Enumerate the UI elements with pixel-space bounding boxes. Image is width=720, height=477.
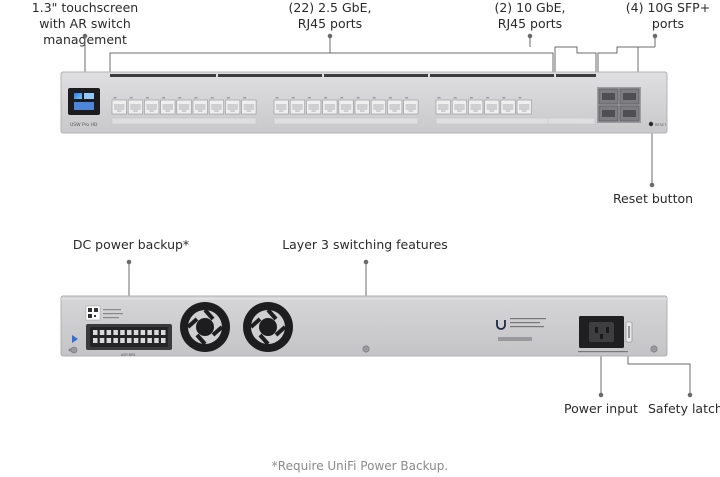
ports-10g-label: (2) 10 GbE, RJ45 ports	[494, 0, 566, 31]
l3-features-label: Layer 3 switching features	[282, 237, 448, 252]
rj45-port[interactable]	[225, 97, 241, 115]
rj45-port[interactable]	[387, 97, 403, 115]
front-panel: USW Pro HD RES	[60, 71, 668, 134]
screw-icon	[70, 346, 78, 354]
safety-latch-label: Safety latch	[648, 401, 720, 416]
rj45-port[interactable]	[160, 97, 176, 115]
dc-connector-label: USP-RPS	[121, 353, 137, 357]
rj45-port[interactable]	[403, 97, 419, 115]
compliance-marks	[498, 337, 532, 341]
reset-text: RESET	[655, 123, 667, 127]
fan-right	[243, 302, 293, 352]
dc-pin	[99, 330, 105, 335]
dc-pin	[161, 330, 166, 335]
dc-pin	[127, 330, 132, 335]
rear-callout-lines	[126, 259, 693, 398]
rj45-port[interactable]	[208, 97, 225, 115]
port-number-strip	[547, 117, 596, 125]
rj45-port[interactable]	[500, 97, 516, 115]
reset-button-label: Reset button	[612, 191, 694, 206]
dc-pin	[127, 338, 132, 343]
rj45-port[interactable]	[111, 97, 127, 115]
dc-pin	[140, 338, 146, 343]
rj45-port[interactable]	[127, 97, 144, 115]
dc-pin	[133, 330, 139, 335]
dc-pin	[106, 338, 112, 343]
rj45-port[interactable]	[289, 97, 306, 115]
dc-pin	[120, 330, 125, 335]
qr-code-label	[85, 305, 123, 321]
dc-pin	[147, 330, 152, 335]
ground-arrow-icon	[72, 335, 78, 343]
ports-2g5-label: (22) 2.5 GbE, RJ45 ports	[288, 0, 372, 31]
dc-pin	[99, 338, 105, 343]
rear-panel: USP-RPS	[60, 295, 668, 357]
rj45-port[interactable]	[484, 97, 500, 115]
dc-pin	[113, 330, 118, 335]
rj45-port[interactable]	[435, 97, 451, 115]
dc-pin	[120, 338, 125, 343]
rj45-port[interactable]	[144, 97, 160, 115]
power-input-socket[interactable]	[579, 316, 624, 348]
touchscreen[interactable]	[68, 88, 100, 115]
rj45-port[interactable]	[192, 97, 208, 115]
rj45-port[interactable]	[516, 97, 532, 115]
fan-left	[180, 302, 230, 352]
ports-sfp-label: (4) 10G SFP+ ports	[625, 0, 711, 31]
rj45-port[interactable]	[241, 97, 257, 115]
ubiquiti-logo-icon	[496, 320, 506, 330]
rj45-port[interactable]	[370, 97, 387, 115]
port-number-strip	[273, 117, 419, 125]
rj45-port-group	[111, 97, 532, 115]
rj45-port[interactable]	[306, 97, 322, 115]
screw-icon	[650, 345, 658, 353]
rj45-port[interactable]	[273, 97, 289, 115]
sfp-port[interactable]	[619, 105, 640, 122]
safety-latch[interactable]	[625, 321, 633, 343]
port-indicator-strips	[111, 117, 596, 125]
dc-pin	[154, 330, 159, 335]
rj45-port[interactable]	[354, 97, 370, 115]
rj45-port[interactable]	[338, 97, 354, 115]
sfp-port[interactable]	[598, 88, 619, 105]
sfp-port[interactable]	[619, 88, 640, 105]
screw-icon	[362, 345, 370, 353]
rj45-port[interactable]	[468, 97, 484, 115]
rj45-port[interactable]	[176, 97, 192, 115]
port-number-strip	[111, 117, 257, 125]
dc-pin	[106, 330, 112, 335]
dc-backup-label: DC power backup*	[72, 237, 190, 252]
dc-pin	[140, 330, 146, 335]
sfp-port[interactable]	[598, 105, 619, 122]
dc-pin	[93, 338, 98, 343]
dc-pin	[154, 338, 159, 343]
model-text: USW Pro HD	[70, 122, 98, 128]
rj45-port[interactable]	[451, 97, 468, 115]
dc-pin	[147, 338, 152, 343]
footnote: *Require UniFi Power Backup.	[271, 459, 449, 473]
dc-pin	[133, 338, 139, 343]
front-callout-lines	[82, 33, 658, 188]
dc-pin	[161, 338, 166, 343]
sfp-port-group	[597, 87, 641, 123]
dc-pin	[113, 338, 118, 343]
reset-button[interactable]	[648, 121, 654, 127]
power-input-label: Power input	[564, 401, 638, 416]
rj45-port[interactable]	[322, 97, 338, 115]
dc-power-backup-connector[interactable]	[86, 324, 172, 350]
dc-pin	[93, 330, 98, 335]
